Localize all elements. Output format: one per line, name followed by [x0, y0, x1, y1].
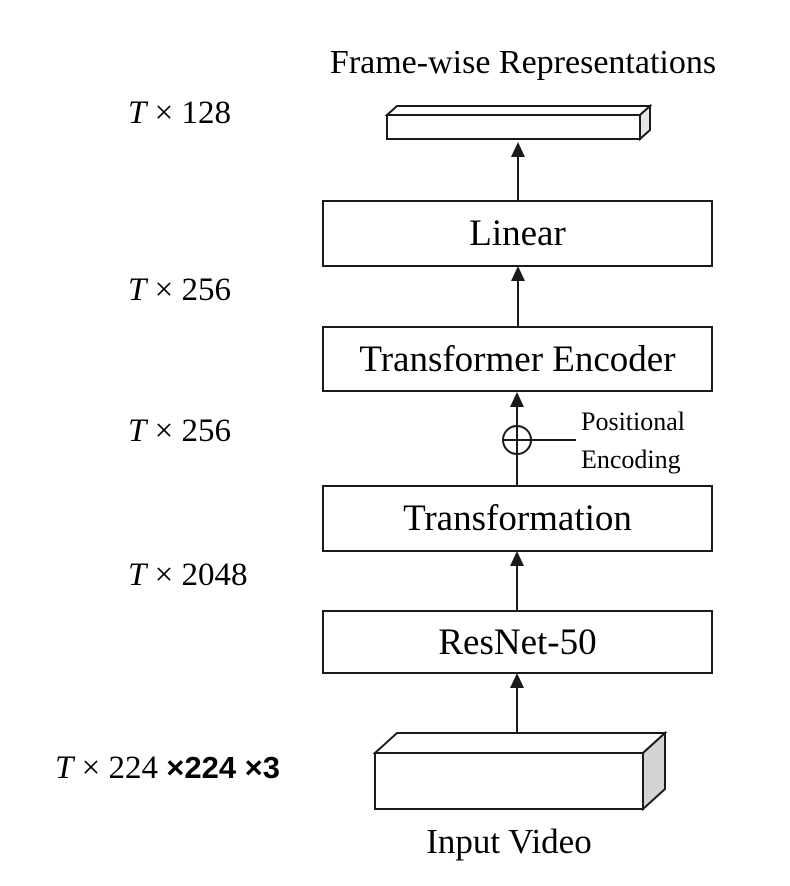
output-slab-front-face [386, 114, 641, 140]
arrow-head-icon [510, 673, 524, 688]
input-video-front-face [374, 752, 644, 810]
arrow-head-icon [510, 551, 524, 566]
layer-label: Transformation [403, 498, 632, 539]
layer-label: Linear [469, 213, 566, 254]
dim-variable: T [128, 557, 147, 593]
layer-label: Transformer Encoder [359, 338, 676, 380]
input-video-top-face [372, 732, 668, 754]
input-video-label: Input Video [426, 822, 592, 861]
dim-value-suffix: ×224 ×3 [166, 750, 281, 785]
dim-value: × 2048 [146, 557, 248, 593]
input-video-box-3d [372, 730, 668, 812]
diagram-title: Frame-wise Representations [329, 44, 717, 81]
layer-box-transformer-encoder: Transformer Encoder [322, 326, 713, 392]
arrow-transformation-to-encoder [502, 392, 576, 485]
dim-label-t-224-224-3: T × 224 ×224 ×3 [55, 752, 280, 785]
arrow-head-icon [511, 142, 525, 157]
dim-label-t-256-upper: T × 256 [128, 274, 231, 307]
arrow-resnet-to-transformation [510, 551, 524, 610]
dim-value: × 128 [146, 95, 231, 131]
arrow-input-to-resnet [510, 673, 524, 733]
dim-variable: T [128, 95, 147, 131]
dim-label-t-256-lower: T × 256 [128, 415, 231, 448]
dim-value: × 224 [73, 750, 167, 786]
positional-encoding-label: Positional Encoding [581, 403, 685, 479]
arrow-head-icon [511, 266, 525, 281]
output-slab-3d [384, 103, 653, 142]
dim-label-t-2048: T × 2048 [128, 559, 247, 592]
layer-label: ResNet-50 [438, 621, 597, 663]
dim-value: × 256 [146, 272, 231, 308]
dim-variable: T [128, 413, 147, 449]
dim-value: × 256 [146, 413, 231, 449]
positional-encoding-line2: Encoding [581, 445, 681, 474]
positional-encoding-line1: Positional [581, 407, 686, 436]
layer-box-transformation: Transformation [322, 485, 713, 552]
arrow-encoder-to-linear [511, 266, 525, 326]
dim-label-t-128: T × 128 [128, 97, 231, 130]
output-slab-top-face [384, 105, 653, 116]
layer-box-resnet-50: ResNet-50 [322, 610, 713, 674]
arrow-head-icon [510, 392, 524, 407]
layer-box-linear: Linear [322, 200, 713, 267]
dim-variable: T [128, 272, 147, 308]
dim-variable: T [55, 750, 74, 786]
arrow-linear-to-output [511, 142, 525, 200]
